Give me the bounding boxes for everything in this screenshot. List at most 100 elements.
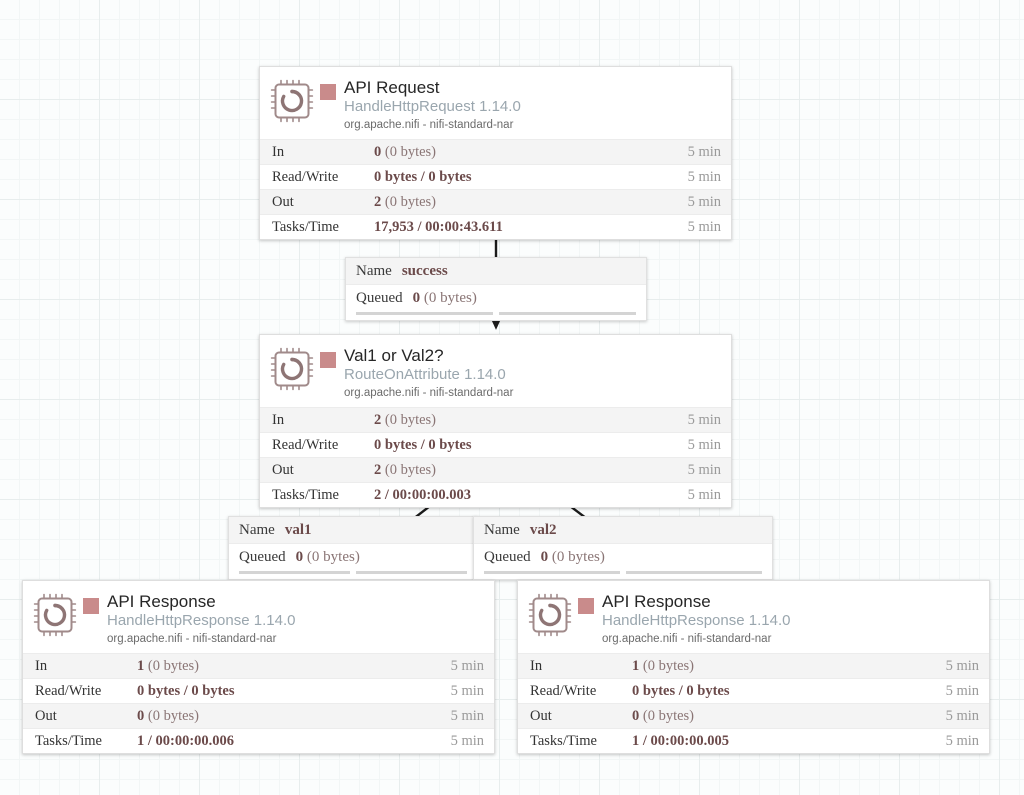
stat-label: Tasks/Time <box>272 486 339 503</box>
stat-row: In 2 (0 bytes) 5 min <box>260 407 731 432</box>
processor-api-response-left[interactable]: API Response HandleHttpResponse 1.14.0 o… <box>22 580 495 754</box>
stat-time: 5 min <box>945 707 979 724</box>
stat-value: 1 / 00:00:00.005 <box>632 732 730 749</box>
stat-time: 5 min <box>450 657 484 674</box>
status-indicator-square <box>83 598 99 614</box>
stat-time: 5 min <box>945 657 979 674</box>
stat-value: 0 (0 bytes) <box>374 143 437 160</box>
processor-header: API Request HandleHttpRequest 1.14.0 org… <box>260 67 731 139</box>
stat-value: 17,953 / 00:00:43.611 <box>374 218 503 235</box>
processor-type: HandleHttpResponse 1.14.0 <box>602 612 791 630</box>
stat-row: Read/Write 0 bytes / 0 bytes 5 min <box>260 164 731 189</box>
stat-value: 2 (0 bytes) <box>374 193 437 210</box>
stat-label: Read/Write <box>530 682 597 699</box>
stat-time: 5 min <box>687 436 721 453</box>
status-indicator-square <box>320 84 336 100</box>
processor-header: API Response HandleHttpResponse 1.14.0 o… <box>518 581 989 653</box>
connection-queued-row: Queued 0 (0 bytes) <box>474 544 772 571</box>
stat-value: 0 bytes / 0 bytes <box>137 682 235 699</box>
processor-bundle: org.apache.nifi - nifi-standard-nar <box>344 386 514 399</box>
connection-name-value: val2 <box>529 521 557 538</box>
stat-value: 2 (0 bytes) <box>374 411 437 428</box>
stat-row: Tasks/Time 1 / 00:00:00.006 5 min <box>23 728 494 753</box>
processor-api-response-right[interactable]: API Response HandleHttpResponse 1.14.0 o… <box>517 580 990 754</box>
processor-name: API Request <box>344 78 440 97</box>
processor-title-block: Val1 or Val2? RouteOnAttribute 1.14.0 or… <box>344 345 721 400</box>
connection-name-key: Name <box>239 521 275 538</box>
processor-bundle: org.apache.nifi - nifi-standard-nar <box>602 632 772 645</box>
stat-time: 5 min <box>450 732 484 749</box>
connection-queued-key: Queued <box>239 549 286 565</box>
connection-queued-key: Queued <box>356 290 403 306</box>
processor-chip-icon <box>270 347 314 391</box>
stat-label: Out <box>35 707 57 724</box>
stat-value: 0 bytes / 0 bytes <box>374 168 472 185</box>
stat-row: Out 2 (0 bytes) 5 min <box>260 457 731 482</box>
stat-time: 5 min <box>450 707 484 724</box>
stat-time: 5 min <box>687 411 721 428</box>
connection-queued-row: Queued 0 (0 bytes) <box>229 544 477 571</box>
stat-value: 2 / 00:00:00.003 <box>374 486 472 503</box>
status-indicator-square <box>320 352 336 368</box>
processor-title-block: API Request HandleHttpRequest 1.14.0 org… <box>344 77 721 132</box>
connection-queued-value: 0 (0 bytes) <box>540 549 605 565</box>
connection-label-success[interactable]: Name success Queued 0 (0 bytes) <box>345 257 647 321</box>
processor-bundle: org.apache.nifi - nifi-standard-nar <box>344 118 514 131</box>
stat-value: 2 (0 bytes) <box>374 461 437 478</box>
connection-label-val1[interactable]: Name val1 Queued 0 (0 bytes) <box>228 516 478 580</box>
processor-header: API Response HandleHttpResponse 1.14.0 o… <box>23 581 494 653</box>
stat-label: Tasks/Time <box>530 732 597 749</box>
connection-progress-bars <box>346 312 646 320</box>
processor-val1-or-val2[interactable]: Val1 or Val2? RouteOnAttribute 1.14.0 or… <box>259 334 732 508</box>
processor-api-request[interactable]: API Request HandleHttpRequest 1.14.0 org… <box>259 66 732 240</box>
stat-time: 5 min <box>687 461 721 478</box>
queue-object-bar <box>484 571 620 574</box>
stat-time: 5 min <box>687 168 721 185</box>
stat-row: Read/Write 0 bytes / 0 bytes 5 min <box>260 432 731 457</box>
processor-header: Val1 or Val2? RouteOnAttribute 1.14.0 or… <box>260 335 731 407</box>
processor-name: API Response <box>107 592 216 611</box>
stat-row: Read/Write 0 bytes / 0 bytes 5 min <box>23 678 494 703</box>
stat-label: In <box>35 657 48 674</box>
connection-label-val2[interactable]: Name val2 Queued 0 (0 bytes) <box>473 516 773 580</box>
stat-row: Read/Write 0 bytes / 0 bytes 5 min <box>518 678 989 703</box>
processor-title-block: API Response HandleHttpResponse 1.14.0 o… <box>602 591 979 646</box>
processor-type: HandleHttpResponse 1.14.0 <box>107 612 296 630</box>
queue-object-bar <box>239 571 350 574</box>
stat-value: 1 / 00:00:00.006 <box>137 732 235 749</box>
processor-name: Val1 or Val2? <box>344 346 444 365</box>
stat-time: 5 min <box>450 682 484 699</box>
stat-label: Out <box>530 707 552 724</box>
stat-label: Out <box>272 461 294 478</box>
connection-name-row: Name success <box>346 258 646 285</box>
connection-name-row: Name val2 <box>474 517 772 544</box>
stat-value: 1 (0 bytes) <box>632 657 695 674</box>
connection-name-key: Name <box>484 521 520 538</box>
stat-value: 0 bytes / 0 bytes <box>632 682 730 699</box>
stat-label: Tasks/Time <box>272 218 339 235</box>
connection-name-key: Name <box>356 262 392 279</box>
stat-time: 5 min <box>687 143 721 160</box>
queue-size-bar <box>356 571 467 574</box>
stat-label: Out <box>272 193 294 210</box>
stat-row: In 1 (0 bytes) 5 min <box>23 653 494 678</box>
stat-row: Tasks/Time 17,953 / 00:00:43.611 5 min <box>260 214 731 239</box>
processor-chip-icon <box>33 593 77 637</box>
stat-label: In <box>272 143 285 160</box>
connection-progress-bars <box>474 571 772 579</box>
connection-name-row: Name val1 <box>229 517 477 544</box>
processor-bundle: org.apache.nifi - nifi-standard-nar <box>107 632 277 645</box>
connection-queued-value: 0 (0 bytes) <box>295 549 360 565</box>
stat-row: In 1 (0 bytes) 5 min <box>518 653 989 678</box>
stat-row: Tasks/Time 2 / 00:00:00.003 5 min <box>260 482 731 507</box>
stat-label: Read/Write <box>272 436 339 453</box>
stat-value: 0 (0 bytes) <box>632 707 695 724</box>
stat-value: 1 (0 bytes) <box>137 657 200 674</box>
status-indicator-square <box>578 598 594 614</box>
processor-chip-icon <box>270 79 314 123</box>
stat-time: 5 min <box>687 486 721 503</box>
processor-name: API Response <box>602 592 711 611</box>
connection-queued-row: Queued 0 (0 bytes) <box>346 285 646 312</box>
connection-name-value: val1 <box>284 521 312 538</box>
